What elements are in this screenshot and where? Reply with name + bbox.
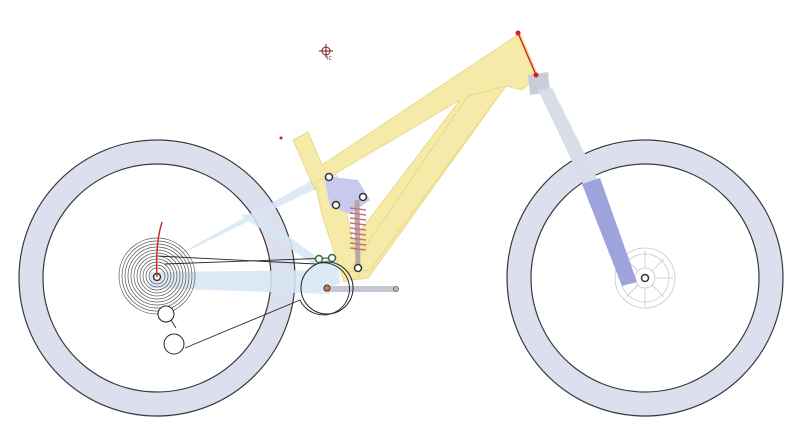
instant-center-label: IC (327, 56, 332, 62)
head-tube-top-point (515, 30, 521, 36)
rear-axle-path-arc (155, 221, 163, 278)
fork-stanchion (538, 88, 598, 186)
chain (156, 255, 350, 349)
front-frame (292, 32, 539, 283)
head-tube-bottom-point (533, 72, 539, 78)
top-tube-and-head-tube (292, 32, 539, 281)
derailleur-pulley-upper (157, 305, 175, 323)
red-markers (155, 30, 539, 278)
reference-point (279, 136, 283, 140)
chainring (300, 261, 354, 315)
link-end-point (393, 286, 399, 292)
head-tube-angle-line (517, 32, 537, 76)
rear-shock (349, 199, 367, 269)
pivot-link-left (314, 254, 324, 264)
seatstay (150, 168, 338, 270)
bottom-bracket-pivot (323, 284, 331, 292)
pivot-rocker-upper (324, 172, 334, 182)
pivot-rocker-main (331, 200, 341, 210)
instant-center-marker: IC (319, 44, 333, 62)
fork-lower-leg (582, 178, 637, 286)
front-axle (640, 273, 650, 283)
front-wheel (506, 139, 784, 417)
front-tire-inner-edge (530, 163, 760, 393)
front-fork (528, 72, 637, 286)
shock-spring (349, 207, 367, 251)
pivot-shock-upper (358, 192, 368, 202)
pivots (152, 172, 650, 283)
pivot-shock-lower (353, 263, 363, 273)
down-tube (346, 85, 508, 273)
derailleur-pulley-lower (163, 333, 185, 355)
front-tire-outer-edge (506, 139, 784, 417)
pivot-link-right (327, 253, 337, 263)
dropout-strut (240, 213, 324, 266)
